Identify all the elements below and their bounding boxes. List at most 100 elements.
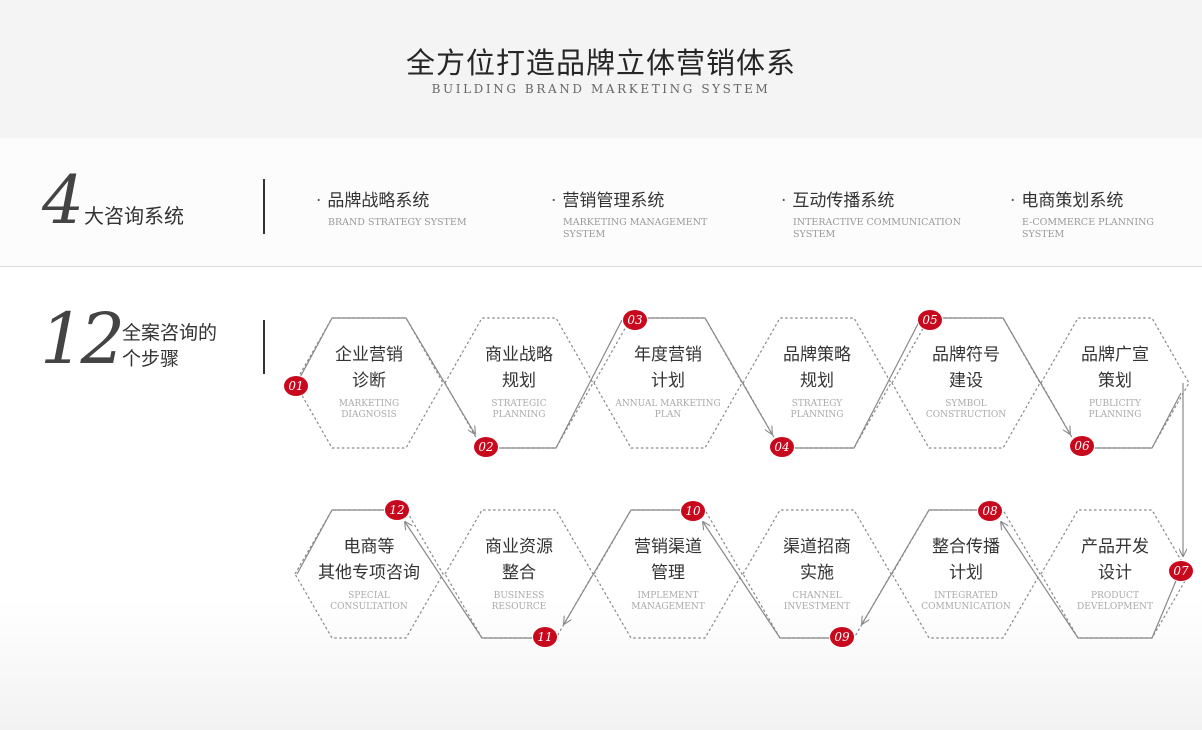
step-title-line2: 管理 [651,563,685,583]
step-number-badge: 03 [623,310,647,330]
step-subtitle-line1: IMPLEMENT [637,591,699,601]
step-title-line2: 规划 [800,371,834,391]
step-hexagon [593,509,743,639]
step-number-badge: 12 [385,500,409,520]
step-number-badge: 05 [918,310,942,330]
step-title-line1: 品牌广宣 [1081,345,1149,365]
step-title-line1: 电商等 [343,537,395,557]
step-title-line2: 其他专项咨询 [318,563,420,583]
step-title-line1: 整合传播 [932,537,1000,557]
step-number-badge: 02 [474,437,498,457]
step-title-line2: 实施 [800,563,834,583]
page-title: 全方位打造品牌立体营销体系 [405,46,796,80]
step-subtitle-line2: PLAN [654,410,682,420]
step-connector [482,319,623,449]
step-connector [780,319,921,449]
step-connector [564,509,705,624]
step-subtitle-line1: SYMBOL [945,399,987,409]
step-connector [1001,522,1179,639]
step-title-line1: 渠道招商 [783,537,851,557]
step-connector [1078,392,1182,449]
step-title-line2: 计划 [651,371,685,391]
step-title-line2: 规划 [502,371,536,391]
system-item-marketing-management: 营销管理系统 MARKETING MANAGEMENT SYSTEM [551,186,733,241]
step-number-badge: 01 [284,376,308,396]
four-number: 4 [42,162,84,239]
step-hexagon [891,509,1041,639]
step-title-line2: 计划 [949,563,983,583]
step-title-line2: 建设 [949,371,983,391]
step-number-badge: 10 [681,501,705,521]
step-hexagon [294,317,444,449]
system-name: 营销管理系统 [551,186,733,211]
step-subtitle-line2: COMMUNICATION [921,602,1011,612]
step-number-badge: 07 [1169,561,1193,581]
system-item-ecommerce-planning: 电商策划系统 E-COMMERCE PLANNING SYSTEM [1010,186,1192,241]
step-title-line1: 品牌符号 [932,345,1000,365]
twelve-divider [263,320,265,374]
step-number-badge: 08 [978,501,1002,521]
step-number-badge: 11 [533,627,557,647]
step-subtitle-line1: MARKETING [338,399,400,409]
twelve-label-line2: 个步骤 [122,348,180,370]
system-item-brand-strategy: 品牌战略系统 BRAND STRATEGY SYSTEM [316,186,498,229]
step-title-line1: 商业战略 [485,345,553,365]
twelve-number: 12 [40,298,125,380]
step-subtitle-line1: PRODUCT [1091,591,1139,601]
step-title-line2: 诊断 [352,371,386,391]
step-title-line1: 产品开发 [1081,537,1149,557]
step-subtitle-line2: PLANNING [492,410,546,420]
step-subtitle-line2: PLANNING [790,410,844,420]
page-subtitle: BUILDING BRAND MARKETING SYSTEM [431,82,771,96]
step-connector [703,522,854,639]
step-subtitle-line1: CHANNEL [792,591,842,601]
system-name-en: MARKETING MANAGEMENT SYSTEM [563,217,708,240]
step-subtitle-line2: DEVELOPMENT [1077,602,1153,612]
system-name: 互动传播系统 [781,186,963,211]
step-subtitle-line1: BUSINESS [493,591,545,601]
system-name: 品牌战略系统 [316,186,498,211]
system-name-en: INTERACTIVE COMMUNICATION SYSTEM [793,217,961,240]
four-label: 大咨询系统 [84,204,184,228]
step-title-line2: 策划 [1098,371,1132,391]
step-subtitle-line2: INVESTMENT [783,602,851,612]
step-hexagon [593,317,743,449]
step-title-line2: 整合 [502,563,536,583]
step-subtitle-line1: STRATEGY [791,399,843,409]
step-subtitle-line2: DIAGNOSIS [341,410,397,420]
step-title-line1: 企业营销 [335,345,403,365]
system-name-en: E-COMMERCE PLANNING SYSTEM [1022,217,1154,240]
four-divider [263,179,265,234]
step-number-badge: 04 [770,437,794,457]
twelve-label-line1: 全案咨询的 [122,322,218,344]
step-connector [631,317,772,434]
step-title-line1: 营销渠道 [634,537,702,557]
step-subtitle-line2: RESOURCE [491,602,547,612]
step-subtitle-line1: STRATEGIC [491,399,547,409]
step-hexagon [294,509,444,639]
step-title-line1: 商业资源 [485,537,553,557]
step-title-line1: 品牌策略 [783,345,851,365]
step-subtitle-line2: MANAGEMENT [631,602,705,612]
